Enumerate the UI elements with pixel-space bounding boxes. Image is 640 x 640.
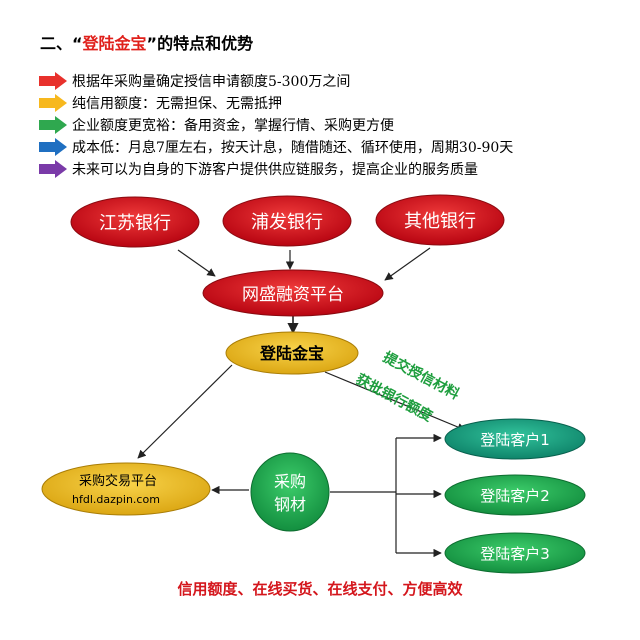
node-customer2: 登陆客户2 (444, 474, 586, 516)
node-bank3: 其他银行 (375, 194, 505, 246)
node-steel-line2: 钢材 (274, 495, 306, 514)
node-bank2: 浦发银行 (222, 195, 352, 247)
node-trade-platform: 采购交易平台 hfdl.dazpin.com (41, 462, 211, 516)
feature-item: 根据年采购量确定授信申请额度5-300万之间 (38, 70, 638, 92)
feature-item: 企业额度更宽裕：备用资金，掌握行情、采购更方便 (38, 114, 638, 136)
node-customer1: 登陆客户1 (444, 418, 586, 460)
title-prefix: 二、“ (40, 34, 83, 53)
green-arrow-icon (39, 116, 67, 134)
page-title: 二、“登陆金宝”的特点和优势 (40, 30, 253, 54)
node-platform: 网盛融资平台 (202, 269, 384, 317)
feature-item: 未来可以为自身的下游客户提供供应链服务，提高企业的服务质量 (38, 158, 638, 180)
feature-text: 纯信用额度：无需担保、无需抵押 (72, 96, 282, 112)
blue-arrow-icon (39, 138, 67, 156)
title-suffix: ”的特点和优势 (146, 34, 254, 53)
node-bank1-label: 江苏银行 (99, 213, 171, 234)
yellow-arrow-icon (39, 94, 67, 112)
footer-slogan: 信用额度、在线买货、在线支付、方便高效 (177, 580, 463, 598)
node-jinbao: 登陆金宝 (225, 331, 359, 375)
feature-text: 根据年采购量确定授信申请额度5-300万之间 (72, 74, 351, 90)
arrow-jinbao-trade (137, 364, 233, 459)
node-jinbao-label: 登陆金宝 (259, 344, 324, 363)
node-customer2-label: 登陆客户2 (480, 487, 550, 505)
feature-text: 成本低：月息7厘左右，按天计息，随借随还、循环使用，周期30-90天 (72, 140, 514, 156)
feature-item: 成本低：月息7厘左右，按天计息，随借随还、循环使用，周期30-90天 (38, 136, 638, 158)
red-arrow-icon (39, 72, 67, 90)
node-trade-name: 采购交易平台 (79, 473, 157, 489)
node-customer3: 登陆客户3 (444, 532, 586, 574)
title-highlight: 登陆金宝 (82, 34, 147, 53)
feature-item: 纯信用额度：无需担保、无需抵押 (38, 92, 638, 114)
node-customer3-label: 登陆客户3 (480, 545, 550, 563)
node-platform-label: 网盛融资平台 (242, 285, 344, 305)
node-bank3-label: 其他银行 (404, 211, 476, 232)
purple-arrow-icon (39, 160, 67, 178)
arrow-jinbao-customer1 (324, 371, 466, 431)
node-steel: 采购 钢材 (250, 452, 330, 532)
arrow-bank3-platform (384, 247, 431, 281)
node-steel-line1: 采购 (274, 472, 306, 491)
node-bank2-label: 浦发银行 (251, 212, 323, 233)
feature-text: 未来可以为自身的下游客户提供供应链服务，提高企业的服务质量 (72, 162, 478, 178)
node-bank1: 江苏银行 (70, 196, 200, 248)
node-customer1-label: 登陆客户1 (480, 431, 550, 449)
feature-text: 企业额度更宽裕：备用资金，掌握行情、采购更方便 (72, 118, 394, 134)
arrow-bank1-platform (177, 249, 216, 277)
feature-list: 根据年采购量确定授信申请额度5-300万之间 纯信用额度：无需担保、无需抵押 企… (38, 70, 638, 180)
node-trade-url: hfdl.dazpin.com (72, 493, 160, 506)
